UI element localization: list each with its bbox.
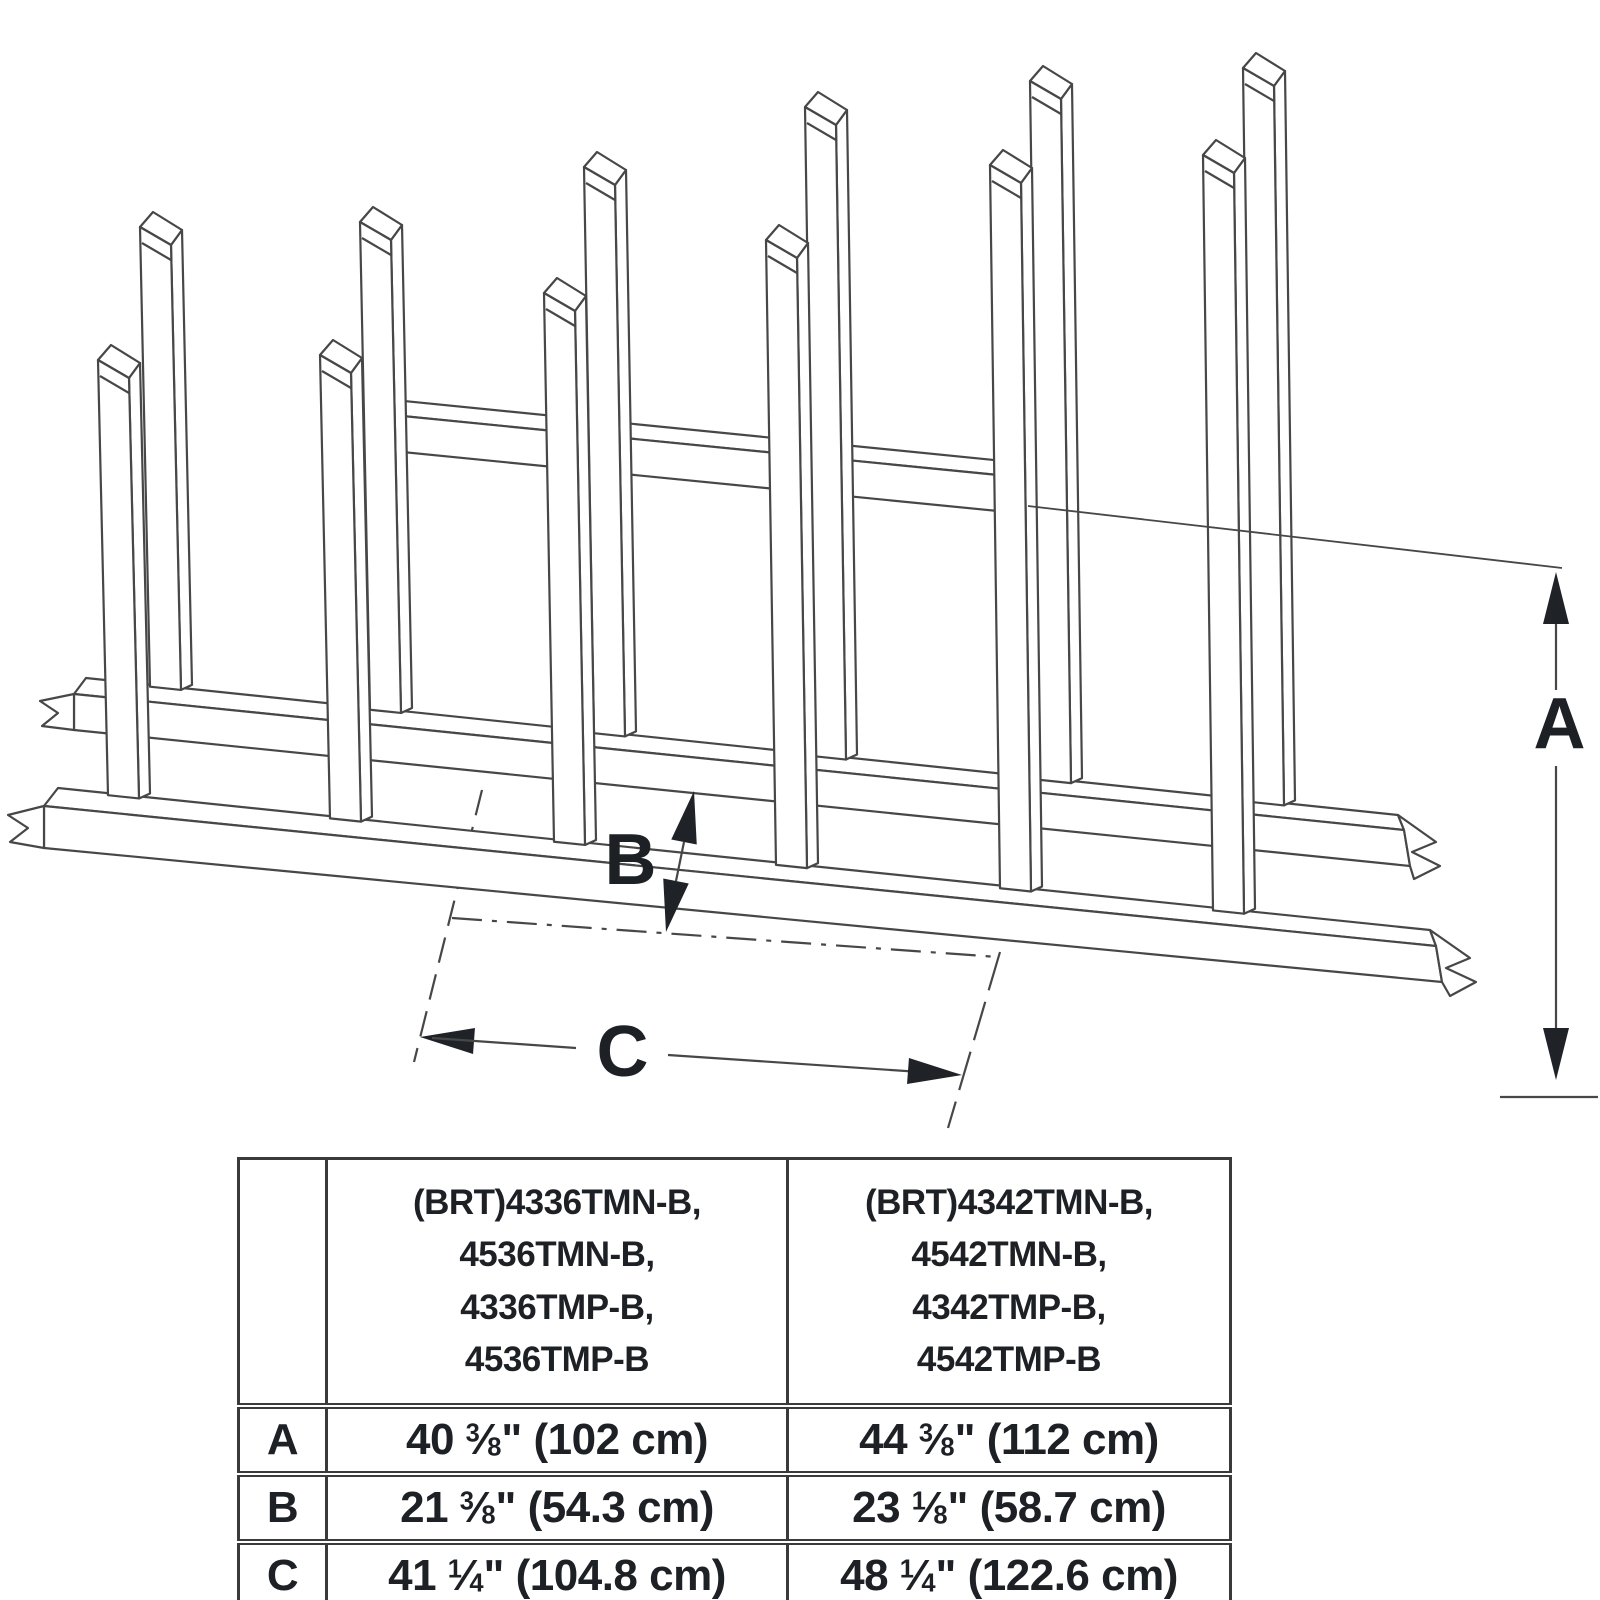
grate-bar-front — [764, 238, 809, 870]
grate-bar-chamfer — [545, 308, 576, 327]
grate-bar-chamfer — [767, 255, 798, 274]
corner-cell — [237, 1157, 328, 1406]
table-row: C 41 1⁄4" (104.8 cm) 48 1⁄4" (122.6 cm) — [237, 1539, 1232, 1600]
c-dimension-line-right — [667, 1053, 951, 1076]
grate-bar-chamfer — [1244, 83, 1275, 102]
c-extension-line-right — [946, 951, 1002, 1129]
back-rail-fork-end — [38, 692, 76, 732]
grate-bar-chamfer — [806, 122, 837, 141]
grate-bar-front — [542, 291, 587, 847]
grate-bar-front — [138, 225, 183, 692]
grate-bar-front — [318, 353, 363, 823]
dimension-row-label: C — [237, 1539, 328, 1600]
table-row: A 40 3⁄8" (102 cm) 44 3⁄8" (112 cm) — [237, 1403, 1232, 1474]
a-arrow-down — [1543, 1028, 1569, 1080]
dimension-label-b: B — [605, 820, 656, 900]
grate-bar-front — [988, 163, 1033, 893]
table-row: B 21 3⁄8" (54.3 cm) 23 1⁄8" (58.7 cm) — [237, 1471, 1232, 1542]
dimension-value-cell: 44 3⁄8" (112 cm) — [786, 1403, 1232, 1474]
grate-bar-chamfer — [321, 370, 352, 389]
dimension-value-cell: 21 3⁄8" (54.3 cm) — [325, 1471, 789, 1542]
model-column-header-2: (BRT)4342TMN-B,4542TMN-B,4342TMP-B,4542T… — [786, 1157, 1232, 1406]
grate-bar-chamfer — [361, 237, 392, 256]
b-dimension-line — [674, 841, 686, 882]
grate-bar-chamfer — [141, 242, 172, 261]
table-header-row: (BRT)4336TMN-B,4536TMN-B,4336TMP-B,4536T… — [237, 1157, 1232, 1406]
c-dimension-line-left — [431, 1036, 577, 1050]
dimension-value-cell: 41 1⁄4" (104.8 cm) — [325, 1539, 789, 1600]
a-reference-line — [1027, 505, 1563, 569]
grate-bar-chamfer — [99, 375, 130, 394]
dimension-row-label: A — [237, 1403, 328, 1474]
dimension-spec-table: (BRT)4336TMN-B,4536TMN-B,4336TMP-B,4536T… — [237, 1157, 1232, 1600]
a-arrow-up — [1543, 572, 1569, 624]
grate-bar-front — [96, 358, 141, 800]
dimension-value-cell: 40 3⁄8" (102 cm) — [325, 1403, 789, 1474]
dimension-row-label: B — [237, 1471, 328, 1542]
centerline-dash-dot — [451, 916, 999, 959]
grate-bar-chamfer — [585, 182, 616, 201]
back-rail-cut-end — [1396, 813, 1442, 881]
grate-bar-front — [1201, 153, 1246, 915]
grate-bar-chamfer — [1031, 96, 1062, 115]
c-arrow-right — [907, 1058, 962, 1084]
grate-bar-chamfer — [991, 180, 1022, 199]
dimension-label-a: A — [1534, 684, 1585, 764]
b-arrow-up — [671, 791, 697, 845]
c-arrow-left — [420, 1028, 475, 1054]
front-rail-fork-end — [6, 804, 46, 850]
front-rail-cut-end — [1428, 928, 1478, 998]
b-arrow-down — [663, 878, 689, 932]
dimension-value-cell: 48 1⁄4" (122.6 cm) — [786, 1539, 1232, 1600]
dimension-value-cell: 23 1⁄8" (58.7 cm) — [786, 1471, 1232, 1542]
grate-bar-chamfer — [1204, 170, 1235, 189]
back-rail-top-face — [72, 676, 1406, 832]
dimension-label-c: C — [597, 1012, 648, 1092]
grate-isometric-diagram: A B C — [6, 51, 1598, 1129]
model-column-header-1: (BRT)4336TMN-B,4536TMN-B,4336TMP-B,4536T… — [325, 1157, 789, 1406]
